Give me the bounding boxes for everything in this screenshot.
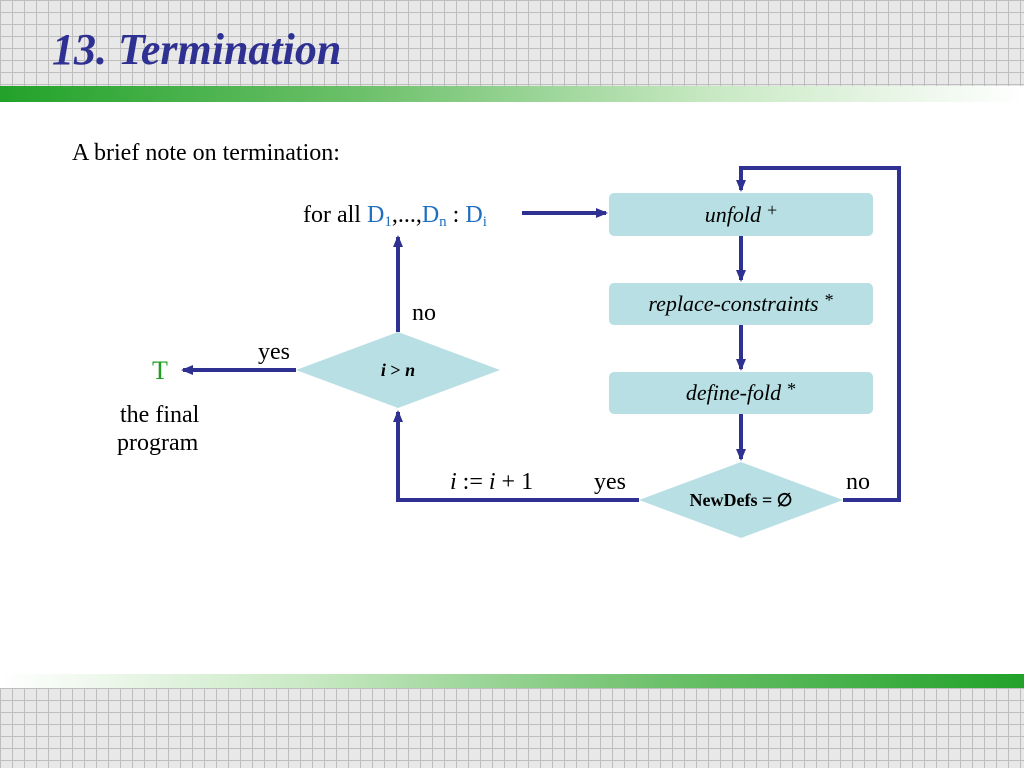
newdefs-check-diamond — [639, 462, 843, 538]
footer-green-bar — [0, 674, 1024, 690]
newdefs-yes-label: yes — [594, 469, 626, 495]
d-first: D1 — [366, 202, 392, 230]
loop-header-colon: : — [446, 202, 466, 228]
d-last: Dn — [421, 202, 447, 230]
d-i: Di — [465, 202, 487, 230]
result-caption-line1: the final — [120, 402, 200, 428]
arrow-newdefs-no-loop — [736, 166, 901, 502]
loop-header-ellipsis: ,..., — [391, 202, 422, 228]
index-check-label: i > n — [380, 359, 416, 380]
footer-grid-background — [0, 688, 1024, 768]
newdefs-no-label: no — [846, 469, 870, 495]
define-fold-step: define-fold* — [609, 372, 873, 414]
index-no-label: no — [412, 300, 436, 326]
index-check-diamond — [296, 332, 500, 408]
increment-label: i := i + 1 — [450, 469, 534, 495]
index-yes-label: yes — [258, 339, 290, 365]
newdefs-check-label: NewDefs = ∅ — [689, 489, 793, 510]
arrow-newdefs-yes-increment — [393, 410, 639, 502]
loop-header-prefix: for all — [303, 202, 367, 228]
result-caption-line2: program — [117, 430, 199, 456]
result-symbol: T — [152, 356, 168, 385]
loop-header: for all D1,...,Dn : Di — [303, 202, 487, 230]
intro-text: A brief note on termination: — [72, 140, 340, 166]
header-grid-background — [0, 0, 1024, 86]
slide-title: 13. Termination — [52, 25, 342, 74]
unfold-step: unfold+ — [609, 193, 873, 236]
replace-constraints-step: replace-constraints* — [609, 283, 873, 325]
header-green-bar — [0, 86, 1024, 102]
